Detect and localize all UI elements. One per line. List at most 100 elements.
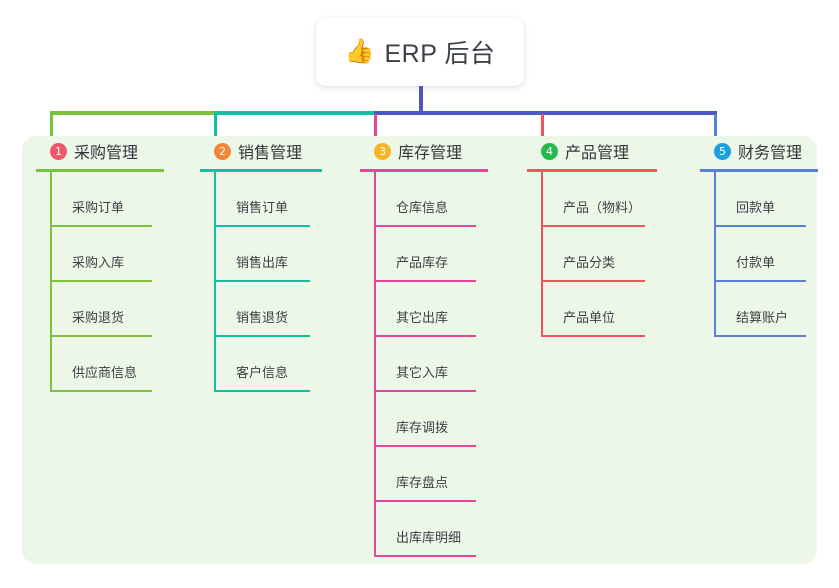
leaf-label: 其它入库 <box>396 365 449 380</box>
column-items: 产品（物料） 产品分类产品单位 <box>541 172 657 337</box>
leaf-rule <box>374 280 476 282</box>
leaf-label: 产品单位 <box>563 310 616 325</box>
column-header-4[interactable]: 4 产品管理 <box>527 136 657 166</box>
drop-stub-1 <box>50 114 53 139</box>
mindmap-column-2: 2 销售管理销售订单销售出库销售退货客户信息 <box>200 136 322 392</box>
column-header-1[interactable]: 1 采购管理 <box>36 136 164 166</box>
leaf-rule <box>374 225 476 227</box>
leaf-item[interactable]: 采购订单 <box>50 172 164 227</box>
column-title: 库存管理 <box>398 145 463 162</box>
leaf-label: 采购退货 <box>72 310 125 325</box>
leaf-label: 库存调拨 <box>396 420 449 435</box>
leaf-rule <box>374 335 476 337</box>
mindmap-column-3: 3 库存管理仓库信息产品库存其它出库其它入库库存调拨库存盘点出库库明细 <box>360 136 488 557</box>
leaf-item[interactable]: 供应商信息 <box>50 337 164 392</box>
mindmap-column-1: 1 采购管理采购订单采购入库采购退货供应商信息 <box>36 136 164 392</box>
drop-stub-5 <box>714 114 717 139</box>
leaf-rule <box>214 225 310 227</box>
leaf-item[interactable]: 产品（物料） <box>541 172 657 227</box>
leaf-item[interactable]: 库存盘点 <box>374 447 488 502</box>
leaf-item[interactable]: 采购退货 <box>50 282 164 337</box>
leaf-rule <box>214 280 310 282</box>
column-title: 采购管理 <box>74 145 139 162</box>
column-items: 仓库信息产品库存其它出库其它入库库存调拨库存盘点出库库明细 <box>374 172 488 557</box>
leaf-item[interactable]: 其它出库 <box>374 282 488 337</box>
mindmap-column-5: 5 财务管理回款单付款单结算账户 <box>700 136 818 337</box>
drop-stub-2 <box>214 114 217 139</box>
leaf-label: 产品分类 <box>563 255 616 270</box>
leaf-label: 客户信息 <box>236 365 289 380</box>
column-rule <box>200 169 322 172</box>
column-rule <box>527 169 657 172</box>
leaf-rule <box>541 225 645 227</box>
leaf-rule <box>714 225 806 227</box>
branch-spine <box>541 172 543 337</box>
column-items: 销售订单销售出库销售退货客户信息 <box>214 172 322 392</box>
bus-segment-2 <box>214 111 374 115</box>
leaf-item[interactable]: 出库库明细 <box>374 502 488 557</box>
column-rule <box>700 169 818 172</box>
root-title: ERP 后台 <box>384 40 496 68</box>
column-title: 产品管理 <box>565 145 630 162</box>
column-header-2[interactable]: 2 销售管理 <box>200 136 322 166</box>
leaf-label: 销售退货 <box>236 310 289 325</box>
leaf-rule <box>541 335 645 337</box>
column-title: 财务管理 <box>738 145 803 162</box>
leaf-item[interactable]: 产品单位 <box>541 282 657 337</box>
column-badge-2: 2 <box>214 142 231 160</box>
column-rule <box>360 169 488 172</box>
leaf-label: 销售订单 <box>236 200 289 215</box>
leaf-item[interactable]: 产品库存 <box>374 227 488 282</box>
leaf-item[interactable]: 回款单 <box>714 172 818 227</box>
thumbs-up-icon: 👍 <box>344 38 375 65</box>
column-badge-1: 1 <box>50 142 67 160</box>
leaf-rule <box>541 280 645 282</box>
leaf-rule <box>50 280 152 282</box>
column-badge-3: 3 <box>374 142 391 160</box>
leaf-rule <box>714 280 806 282</box>
column-title: 销售管理 <box>238 145 303 162</box>
leaf-item[interactable]: 仓库信息 <box>374 172 488 227</box>
branch-spine <box>714 172 716 337</box>
leaf-rule <box>50 390 152 392</box>
leaf-label: 仓库信息 <box>396 200 449 215</box>
leaf-item[interactable]: 结算账户 <box>714 282 818 337</box>
leaf-item[interactable]: 产品分类 <box>541 227 657 282</box>
leaf-rule <box>374 500 476 502</box>
leaf-label: 产品库存 <box>396 255 449 270</box>
column-items: 回款单付款单结算账户 <box>714 172 818 337</box>
root-node-card[interactable]: 👍 ERP 后台 <box>316 18 524 86</box>
leaf-label: 采购订单 <box>72 200 125 215</box>
leaf-label: 供应商信息 <box>72 365 138 380</box>
branch-spine <box>50 172 52 392</box>
leaf-rule <box>374 445 476 447</box>
leaf-label: 库存盘点 <box>396 475 449 490</box>
column-items: 采购订单采购入库采购退货供应商信息 <box>50 172 164 392</box>
leaf-rule <box>214 390 310 392</box>
leaf-item[interactable]: 销售退货 <box>214 282 322 337</box>
leaf-label: 采购入库 <box>72 255 125 270</box>
leaf-item[interactable]: 付款单 <box>714 227 818 282</box>
leaf-rule <box>374 555 476 557</box>
leaf-item[interactable]: 销售出库 <box>214 227 322 282</box>
bus-segment-1 <box>50 111 214 115</box>
leaf-rule <box>50 335 152 337</box>
leaf-item[interactable]: 采购入库 <box>50 227 164 282</box>
column-badge-5: 5 <box>714 142 731 160</box>
column-header-3[interactable]: 3 库存管理 <box>360 136 488 166</box>
leaf-item[interactable]: 其它入库 <box>374 337 488 392</box>
leaf-item[interactable]: 库存调拨 <box>374 392 488 447</box>
trunk-line <box>419 86 423 114</box>
leaf-item[interactable]: 销售订单 <box>214 172 322 227</box>
leaf-label: 出库库明细 <box>396 530 462 545</box>
leaf-rule <box>374 390 476 392</box>
mindmap-column-4: 4 产品管理产品（物料） 产品分类产品单位 <box>527 136 657 337</box>
mindmap-panel: 1 采购管理采购订单采购入库采购退货供应商信息 2 销售管理销售订单销售出库销售退货客… <box>22 136 818 564</box>
leaf-item[interactable]: 客户信息 <box>214 337 322 392</box>
column-header-5[interactable]: 5 财务管理 <box>700 136 818 166</box>
leaf-label: 回款单 <box>736 200 776 215</box>
column-badge-4: 4 <box>541 142 558 160</box>
leaf-label: 结算账户 <box>736 310 789 325</box>
bus-segment-3 <box>374 111 717 115</box>
leaf-rule <box>50 225 152 227</box>
